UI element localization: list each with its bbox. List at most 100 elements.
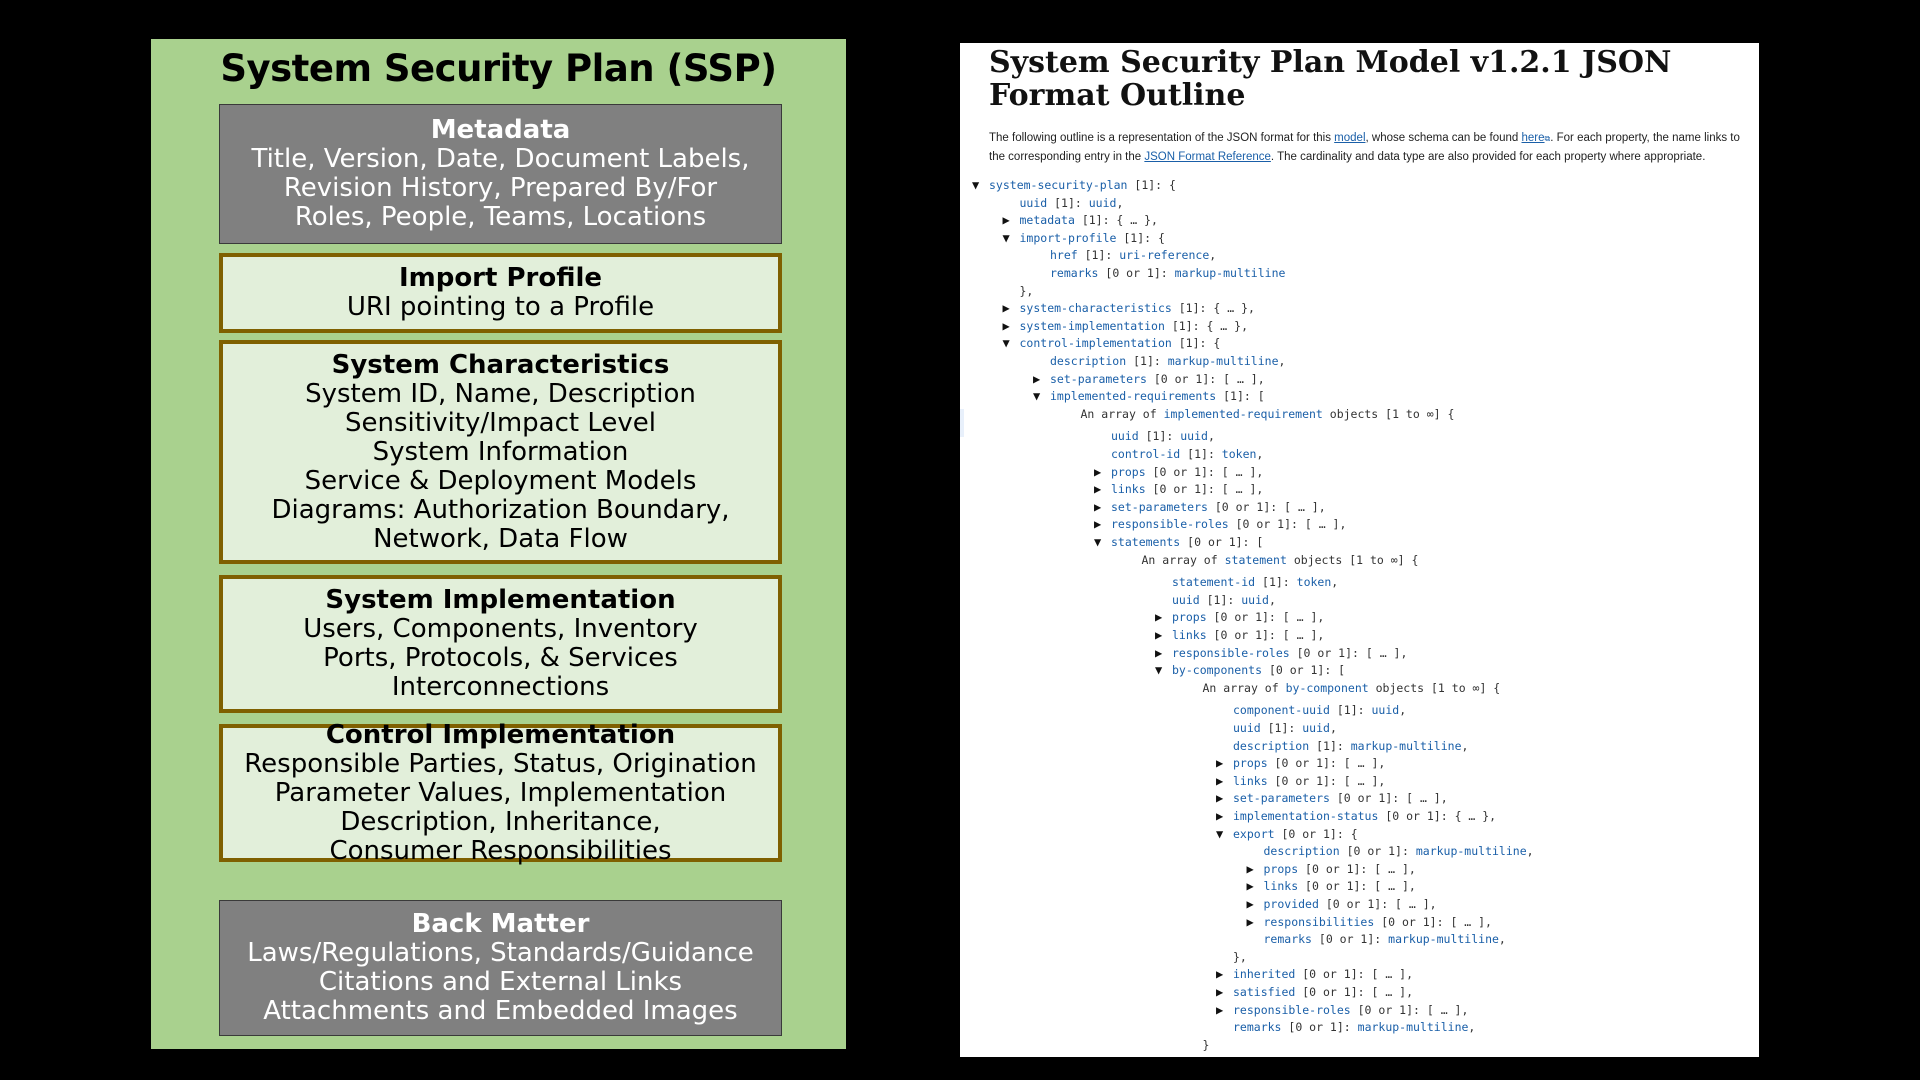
datatype-link[interactable]: token <box>1221 447 1257 461</box>
intro-text-4: . The cardinality and data type are also… <box>1270 151 1706 163</box>
datatype-link[interactable]: markup-multiline <box>1357 1020 1469 1035</box>
property-name-link[interactable]: implemented-requirement <box>1163 406 1323 421</box>
datatype-link[interactable]: uuid <box>1302 721 1330 735</box>
outline-row-system-characteristics: ▶system-characteristics [1]: { … }, <box>1003 301 1255 316</box>
outline-row-control-implementation: ▼control-implementation [1]: { <box>1003 336 1221 351</box>
datatype-link[interactable]: markup-multiline <box>1174 266 1286 280</box>
collapse-triangle-icon[interactable]: ▼ <box>1033 389 1041 404</box>
property-name-link[interactable]: statements <box>1111 535 1181 549</box>
expand-triangle-icon[interactable]: ▶ <box>1246 879 1254 894</box>
expand-triangle-icon[interactable]: ▶ <box>1002 213 1010 228</box>
datatype-link[interactable]: token <box>1296 575 1332 590</box>
property-name-link[interactable]: responsible-roles <box>1111 517 1229 532</box>
collapse-triangle-icon[interactable]: ▼ <box>972 178 980 192</box>
property-name-link[interactable]: uuid <box>1233 721 1261 735</box>
property-name-link[interactable]: responsibilities <box>1263 914 1375 929</box>
property-name-link[interactable]: set-parameters <box>1111 499 1208 514</box>
property-name-link[interactable]: system-security-plan <box>989 178 1128 192</box>
property-name-link[interactable]: satisfied <box>1233 985 1296 999</box>
property-name-link[interactable]: uuid <box>1019 195 1048 210</box>
schema-here-link[interactable]: here <box>1521 132 1545 144</box>
property-name-link[interactable]: component-uuid <box>1233 703 1330 718</box>
property-name-link[interactable]: implementation-status <box>1233 809 1379 823</box>
collapse-triangle-icon[interactable]: ▼ <box>1155 663 1163 678</box>
property-name-link[interactable]: uuid <box>1172 592 1200 607</box>
expand-triangle-icon[interactable]: ▶ <box>1002 301 1010 316</box>
expand-triangle-icon[interactable]: ▶ <box>1094 517 1102 532</box>
property-name-link[interactable]: props <box>1111 464 1146 479</box>
property-name-link[interactable]: system-characteristics <box>1019 301 1172 316</box>
datatype-link[interactable]: markup-multiline <box>1167 354 1279 368</box>
expand-triangle-icon[interactable]: ▶ <box>1155 628 1163 642</box>
property-name-link[interactable]: by-component <box>1285 680 1369 695</box>
expand-triangle-icon[interactable]: ▶ <box>1216 985 1224 999</box>
expand-triangle-icon[interactable]: ▶ <box>1216 967 1224 982</box>
collapse-triangle-icon[interactable]: ▼ <box>1216 826 1224 841</box>
expand-triangle-icon[interactable]: ▶ <box>1216 791 1224 806</box>
property-name-link[interactable]: provided <box>1263 897 1319 911</box>
collapse-triangle-icon[interactable]: ▼ <box>1002 230 1010 245</box>
expand-triangle-icon[interactable]: ▶ <box>1216 809 1224 823</box>
property-name-link[interactable]: set-parameters <box>1050 371 1147 386</box>
property-name-link[interactable]: links <box>1111 482 1146 497</box>
datatype-link[interactable]: markup-multiline <box>1415 844 1527 859</box>
property-name-link[interactable]: remarks <box>1233 1020 1282 1035</box>
property-name-link[interactable]: description <box>1263 844 1340 859</box>
outline-row-description: description [0 or 1]: markup-multiline, <box>1264 844 1534 858</box>
json-format-reference-link[interactable]: JSON Format Reference <box>1144 151 1271 163</box>
intro-text-2: , whose schema can be found <box>1365 132 1522 144</box>
property-name-link[interactable]: implemented-requirements <box>1050 389 1217 404</box>
property-name-link[interactable]: links <box>1172 628 1207 642</box>
datatype-link[interactable]: uri-reference <box>1119 248 1210 263</box>
expand-triangle-icon[interactable]: ▶ <box>1216 1002 1224 1017</box>
property-name-link[interactable]: responsible-roles <box>1233 1002 1351 1017</box>
property-name-link[interactable]: inherited <box>1233 967 1296 982</box>
property-name-link[interactable]: props <box>1263 861 1299 876</box>
property-name-link[interactable]: remarks <box>1050 266 1099 280</box>
property-name-link[interactable]: links <box>1233 773 1268 788</box>
property-name-link[interactable]: description <box>1050 354 1127 368</box>
property-name-link[interactable]: statement <box>1224 552 1287 567</box>
collapse-triangle-icon[interactable]: ▼ <box>1002 336 1010 351</box>
expand-triangle-icon[interactable]: ▶ <box>1094 464 1102 479</box>
property-name-link[interactable]: description <box>1233 738 1310 753</box>
expand-triangle-icon[interactable]: ▶ <box>1033 371 1041 386</box>
collapse-triangle-icon[interactable]: ▼ <box>1094 535 1102 549</box>
property-name-link[interactable]: system-implementation <box>1019 318 1165 333</box>
expand-triangle-icon[interactable]: ▶ <box>1216 756 1224 771</box>
datatype-link[interactable]: uuid <box>1371 703 1400 718</box>
property-name-link[interactable]: links <box>1263 879 1299 894</box>
expand-triangle-icon[interactable]: ▶ <box>1246 861 1254 876</box>
model-link[interactable]: model <box>1334 132 1366 144</box>
expand-triangle-icon[interactable]: ▶ <box>1246 914 1254 929</box>
property-name-link[interactable]: set-parameters <box>1233 791 1330 806</box>
property-name-link[interactable]: export <box>1233 826 1275 841</box>
expand-triangle-icon[interactable]: ▶ <box>1155 610 1163 625</box>
property-name-link[interactable]: props <box>1172 610 1207 625</box>
expand-triangle-icon[interactable]: ▶ <box>1216 773 1224 788</box>
expand-triangle-icon[interactable]: ▶ <box>1094 482 1102 497</box>
datatype-link[interactable]: markup-multiline <box>1388 932 1499 947</box>
datatype-link[interactable]: uuid <box>1088 195 1117 210</box>
property-name-link[interactable]: metadata <box>1019 213 1075 228</box>
datatype-link[interactable]: uuid <box>1180 429 1208 444</box>
cardinality: }, <box>1233 949 1247 964</box>
property-name-link[interactable]: uuid <box>1111 429 1139 444</box>
datatype-link[interactable]: uuid <box>1241 592 1269 607</box>
property-name-link[interactable]: href <box>1050 248 1078 263</box>
datatype-link[interactable]: markup-multiline <box>1350 738 1462 753</box>
expand-triangle-icon[interactable]: ▶ <box>1094 499 1102 514</box>
property-name-link[interactable]: props <box>1233 756 1268 771</box>
property-name-link[interactable]: control-id <box>1111 447 1181 461</box>
property-name-link[interactable]: control-implementation <box>1019 336 1172 351</box>
cardinality: [0 or 1]: [ … ], <box>1298 861 1416 876</box>
property-name-link[interactable]: remarks <box>1263 932 1312 947</box>
expand-triangle-icon[interactable]: ▶ <box>1002 318 1010 333</box>
cardinality: [0 or 1]: [ … ], <box>1295 985 1414 999</box>
property-name-link[interactable]: responsible-roles <box>1172 645 1290 660</box>
expand-triangle-icon[interactable]: ▶ <box>1155 645 1163 660</box>
property-name-link[interactable]: import-profile <box>1019 230 1117 245</box>
property-name-link[interactable]: statement-id <box>1172 575 1256 590</box>
property-name-link[interactable]: by-components <box>1172 663 1263 678</box>
expand-triangle-icon[interactable]: ▶ <box>1246 897 1254 911</box>
